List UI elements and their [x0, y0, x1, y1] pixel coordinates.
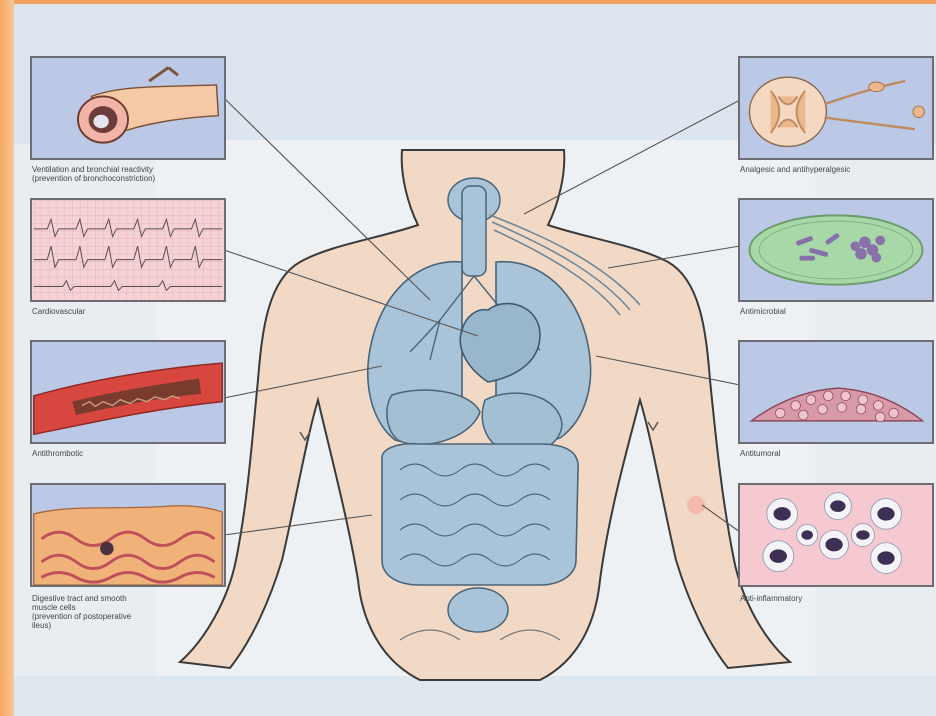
panel-ventilation — [30, 56, 226, 160]
caption-ventilation: Ventilation and bronchial reactivity (pr… — [32, 165, 262, 183]
panel-antimicrobial — [738, 198, 934, 302]
trachea-organ — [462, 186, 486, 276]
tumor-cells-icon — [740, 342, 932, 442]
ecg-trace-icon — [32, 200, 224, 300]
caption-antiinflammatory: Anti-inflammatory — [740, 594, 936, 603]
petri-dish-icon — [740, 200, 932, 300]
panel-antiinflammatory — [738, 483, 934, 587]
panel-analgesic — [738, 56, 934, 160]
caption-antimicrobial: Antimicrobial — [740, 307, 936, 316]
intestine-icon — [32, 485, 224, 585]
immune-cells-icon — [740, 485, 932, 585]
caption-analgesic: Analgesic and antihyperalgesic — [740, 165, 936, 174]
panel-cardiovascular — [30, 198, 226, 302]
caption-cardiovascular: Cardiovascular — [32, 307, 232, 316]
caption-digestive: Digestive tract and smooth muscle cells … — [32, 594, 232, 630]
caption-antithrombotic: Antithrombotic — [32, 449, 232, 458]
bladder-organ — [448, 588, 508, 632]
panel-digestive — [30, 483, 226, 587]
airway-icon — [32, 58, 224, 158]
blood-vessel-icon — [32, 342, 224, 442]
panel-antithrombotic — [30, 340, 226, 444]
spinal-cord-icon — [740, 58, 932, 158]
caption-antitumoral: Antitumoral — [740, 449, 936, 458]
panel-antitumoral — [738, 340, 934, 444]
